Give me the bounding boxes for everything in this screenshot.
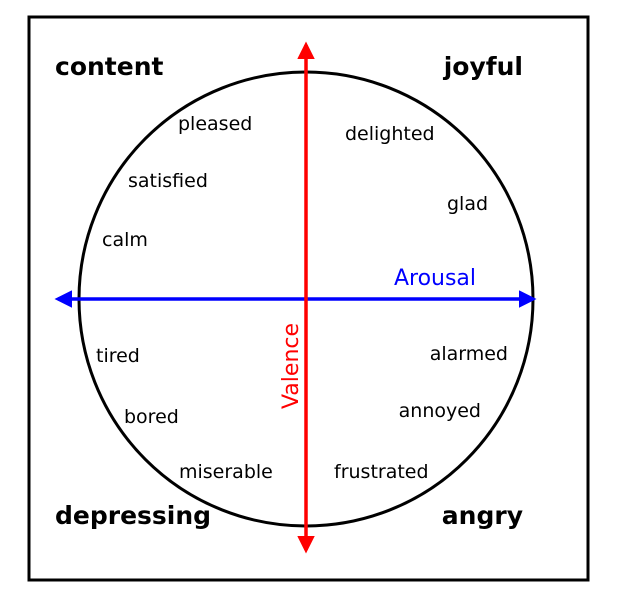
emotion-pleased: pleased [178, 113, 252, 135]
corner-label-angry: angry [442, 501, 523, 530]
emotion-annoyed: annoyed [399, 400, 481, 422]
emotion-frustrated: frustrated [334, 461, 429, 483]
emotion-calm: calm [102, 229, 148, 251]
emotion-glad: glad [447, 193, 488, 215]
emotion-tired: tired [96, 345, 140, 367]
corner-label-content: content [55, 52, 163, 81]
emotion-delighted: delighted [345, 123, 435, 145]
arousal-label: Arousal [394, 266, 476, 291]
outer-frame [27, 15, 590, 582]
corner-label-depressing: depressing [55, 501, 211, 530]
corner-label-joyful: joyful [443, 52, 523, 81]
emotion-alarmed: alarmed [430, 343, 508, 365]
emotion-satisfied: satisfied [128, 170, 208, 192]
emotion-bored: bored [124, 406, 179, 428]
emotion-miserable: miserable [179, 461, 273, 483]
valence-label: Valence [279, 323, 304, 409]
